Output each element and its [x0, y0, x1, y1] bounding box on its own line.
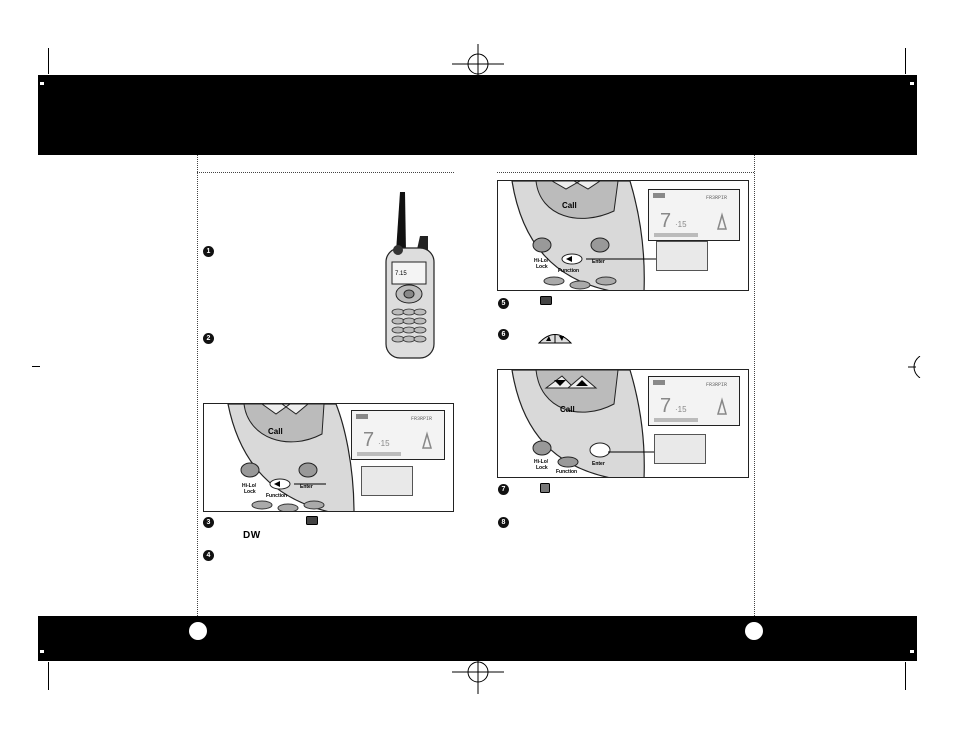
step3-code: DW: [243, 530, 261, 541]
column-guide: [197, 155, 198, 616]
svg-text:Function: Function: [556, 469, 577, 475]
enter-key-icon: [306, 516, 318, 525]
crop-mark-icon: [32, 366, 40, 367]
svg-text:Enter: Enter: [592, 259, 605, 265]
antenna-signal-icon: [717, 212, 727, 230]
crop-mark-icon: [905, 662, 906, 690]
call-button-label: Call: [560, 405, 575, 414]
step-bullet: 6: [498, 329, 509, 340]
enter-key-icon: [540, 296, 552, 305]
section-rule: [497, 172, 754, 173]
lcd-display: FR3RPIR 7 ·15: [648, 189, 740, 241]
svg-text:FR3RPIR: FR3RPIR: [706, 195, 727, 201]
callout-box: [656, 241, 708, 271]
step-bullet: 7: [498, 484, 509, 495]
svg-text:·15: ·15: [675, 220, 687, 229]
svg-text:Hi-Lo/: Hi-Lo/: [534, 258, 549, 264]
call-button-label: Call: [268, 427, 283, 436]
svg-text:7.15: 7.15: [395, 271, 407, 277]
svg-text:FR3RPIR: FR3RPIR: [411, 416, 432, 422]
two-way-radio-illustration: 7.15: [385, 192, 435, 359]
svg-text:Hi-Lo/: Hi-Lo/: [242, 483, 257, 489]
call-button-label: Call: [562, 201, 577, 210]
svg-text:Enter: Enter: [300, 484, 313, 490]
radio-closeup-drawing: Call Hi-Lo/ Lock Enter Function: [511, 370, 654, 477]
radio-closeup-panel-c: Call Hi-Lo/ Lock Enter Function FR3RPIR …: [497, 369, 749, 478]
crop-mark-icon: [48, 48, 49, 74]
radio-closeup-drawing: Call Hi-Lo/ Lock Enter Function: [511, 181, 656, 290]
section-rule: [197, 172, 454, 173]
svg-text:Hi-Lo/: Hi-Lo/: [534, 459, 549, 465]
callout-box: [361, 466, 413, 496]
svg-text:FR3RPIR: FR3RPIR: [706, 382, 727, 388]
step-bullet: 5: [498, 298, 509, 309]
column-guide: [754, 155, 755, 616]
registration-mark-icon: [452, 650, 504, 694]
function-key-icon: [540, 483, 550, 493]
svg-text:Lock: Lock: [536, 465, 548, 471]
step-bullet: 4: [203, 550, 214, 561]
svg-text:Function: Function: [558, 268, 579, 274]
svg-text:Lock: Lock: [536, 264, 548, 270]
svg-text:7: 7: [660, 395, 671, 417]
svg-text:Lock: Lock: [244, 489, 256, 495]
step-bullet: 3: [203, 517, 214, 528]
step-bullet: 8: [498, 517, 509, 528]
svg-text:Enter: Enter: [592, 461, 605, 467]
radio-closeup-drawing: Call Hi-Lo/ Lock Enter Function: [204, 404, 355, 511]
crop-mark-icon: [48, 662, 49, 690]
step-bullet: 2: [203, 333, 214, 344]
lcd-display: FR3RPIR 7 ·15: [648, 376, 740, 426]
crop-mark-icon: [908, 356, 921, 378]
left-page-number-circle: [189, 622, 207, 640]
callout-box: [654, 434, 706, 464]
up-down-arrow-keys-icon: [537, 334, 573, 344]
crop-mark-icon: [905, 48, 906, 74]
svg-text:·15: ·15: [675, 405, 687, 414]
radio-closeup-panel-a: Call Hi-Lo/ Lock Enter Function FR3RPIR …: [203, 403, 454, 512]
svg-text:7: 7: [363, 429, 374, 451]
registration-mark-icon: [452, 44, 504, 92]
antenna-signal-icon: [717, 397, 727, 415]
svg-text:·15: ·15: [378, 439, 390, 448]
radio-closeup-panel-b: Call Hi-Lo/ Lock Enter Function FR3RPIR …: [497, 180, 749, 291]
svg-text:Function: Function: [266, 493, 287, 499]
step-bullet: 1: [203, 246, 214, 257]
antenna-signal-icon: [422, 431, 432, 449]
svg-text:7: 7: [660, 210, 671, 232]
lcd-display: FR3RPIR 7 ·15: [351, 410, 445, 460]
right-page-number-circle: [745, 622, 763, 640]
